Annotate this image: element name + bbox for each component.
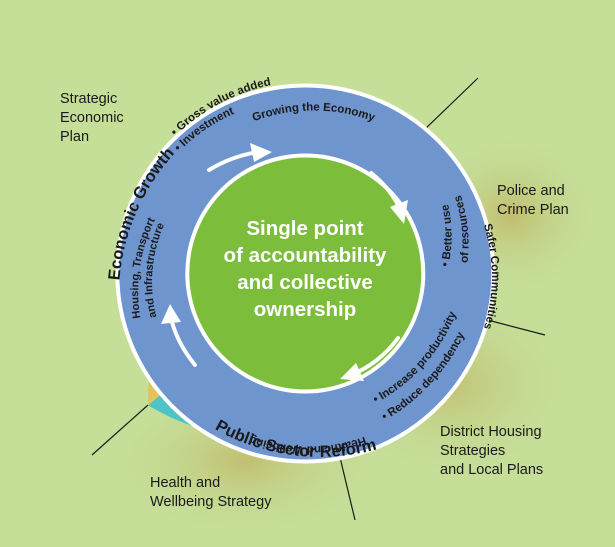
police-bullet-dot: • xyxy=(439,258,452,267)
police-crime-plan-label: Police and Crime Plan xyxy=(497,183,569,218)
divider-bottom xyxy=(337,448,356,521)
divider-right xyxy=(479,317,546,336)
cycle-arrows xyxy=(161,143,408,381)
arrow-left-head xyxy=(161,304,181,324)
arrow-left xyxy=(170,320,197,367)
center-line-4: ownership xyxy=(254,298,357,321)
health-wellbeing-strategy-label: Health and Wellbeing Strategy xyxy=(150,475,272,510)
district-housing-label: District Housing Strategies and Local Pl… xyxy=(440,424,544,478)
police-bullet-1-text: • Better use xyxy=(439,203,454,267)
arrow-right xyxy=(369,171,401,209)
strategic-economic-plan-label: Strategic Economic Plan xyxy=(60,91,124,145)
arrow-bottom xyxy=(356,336,400,374)
police-bullet-1: • Better use xyxy=(439,203,454,267)
arrow-bottom-head xyxy=(340,363,364,381)
center-line-2: of accountability xyxy=(224,244,387,267)
divider-bottom-left xyxy=(91,404,149,456)
center-line-1: Single point xyxy=(246,217,363,240)
center-disc xyxy=(189,157,422,390)
center-line-3: and collective xyxy=(237,271,373,294)
police-bullet-1-label: Better use xyxy=(439,203,454,260)
arrow-top-head xyxy=(250,143,272,162)
arrow-right-head xyxy=(390,200,408,224)
